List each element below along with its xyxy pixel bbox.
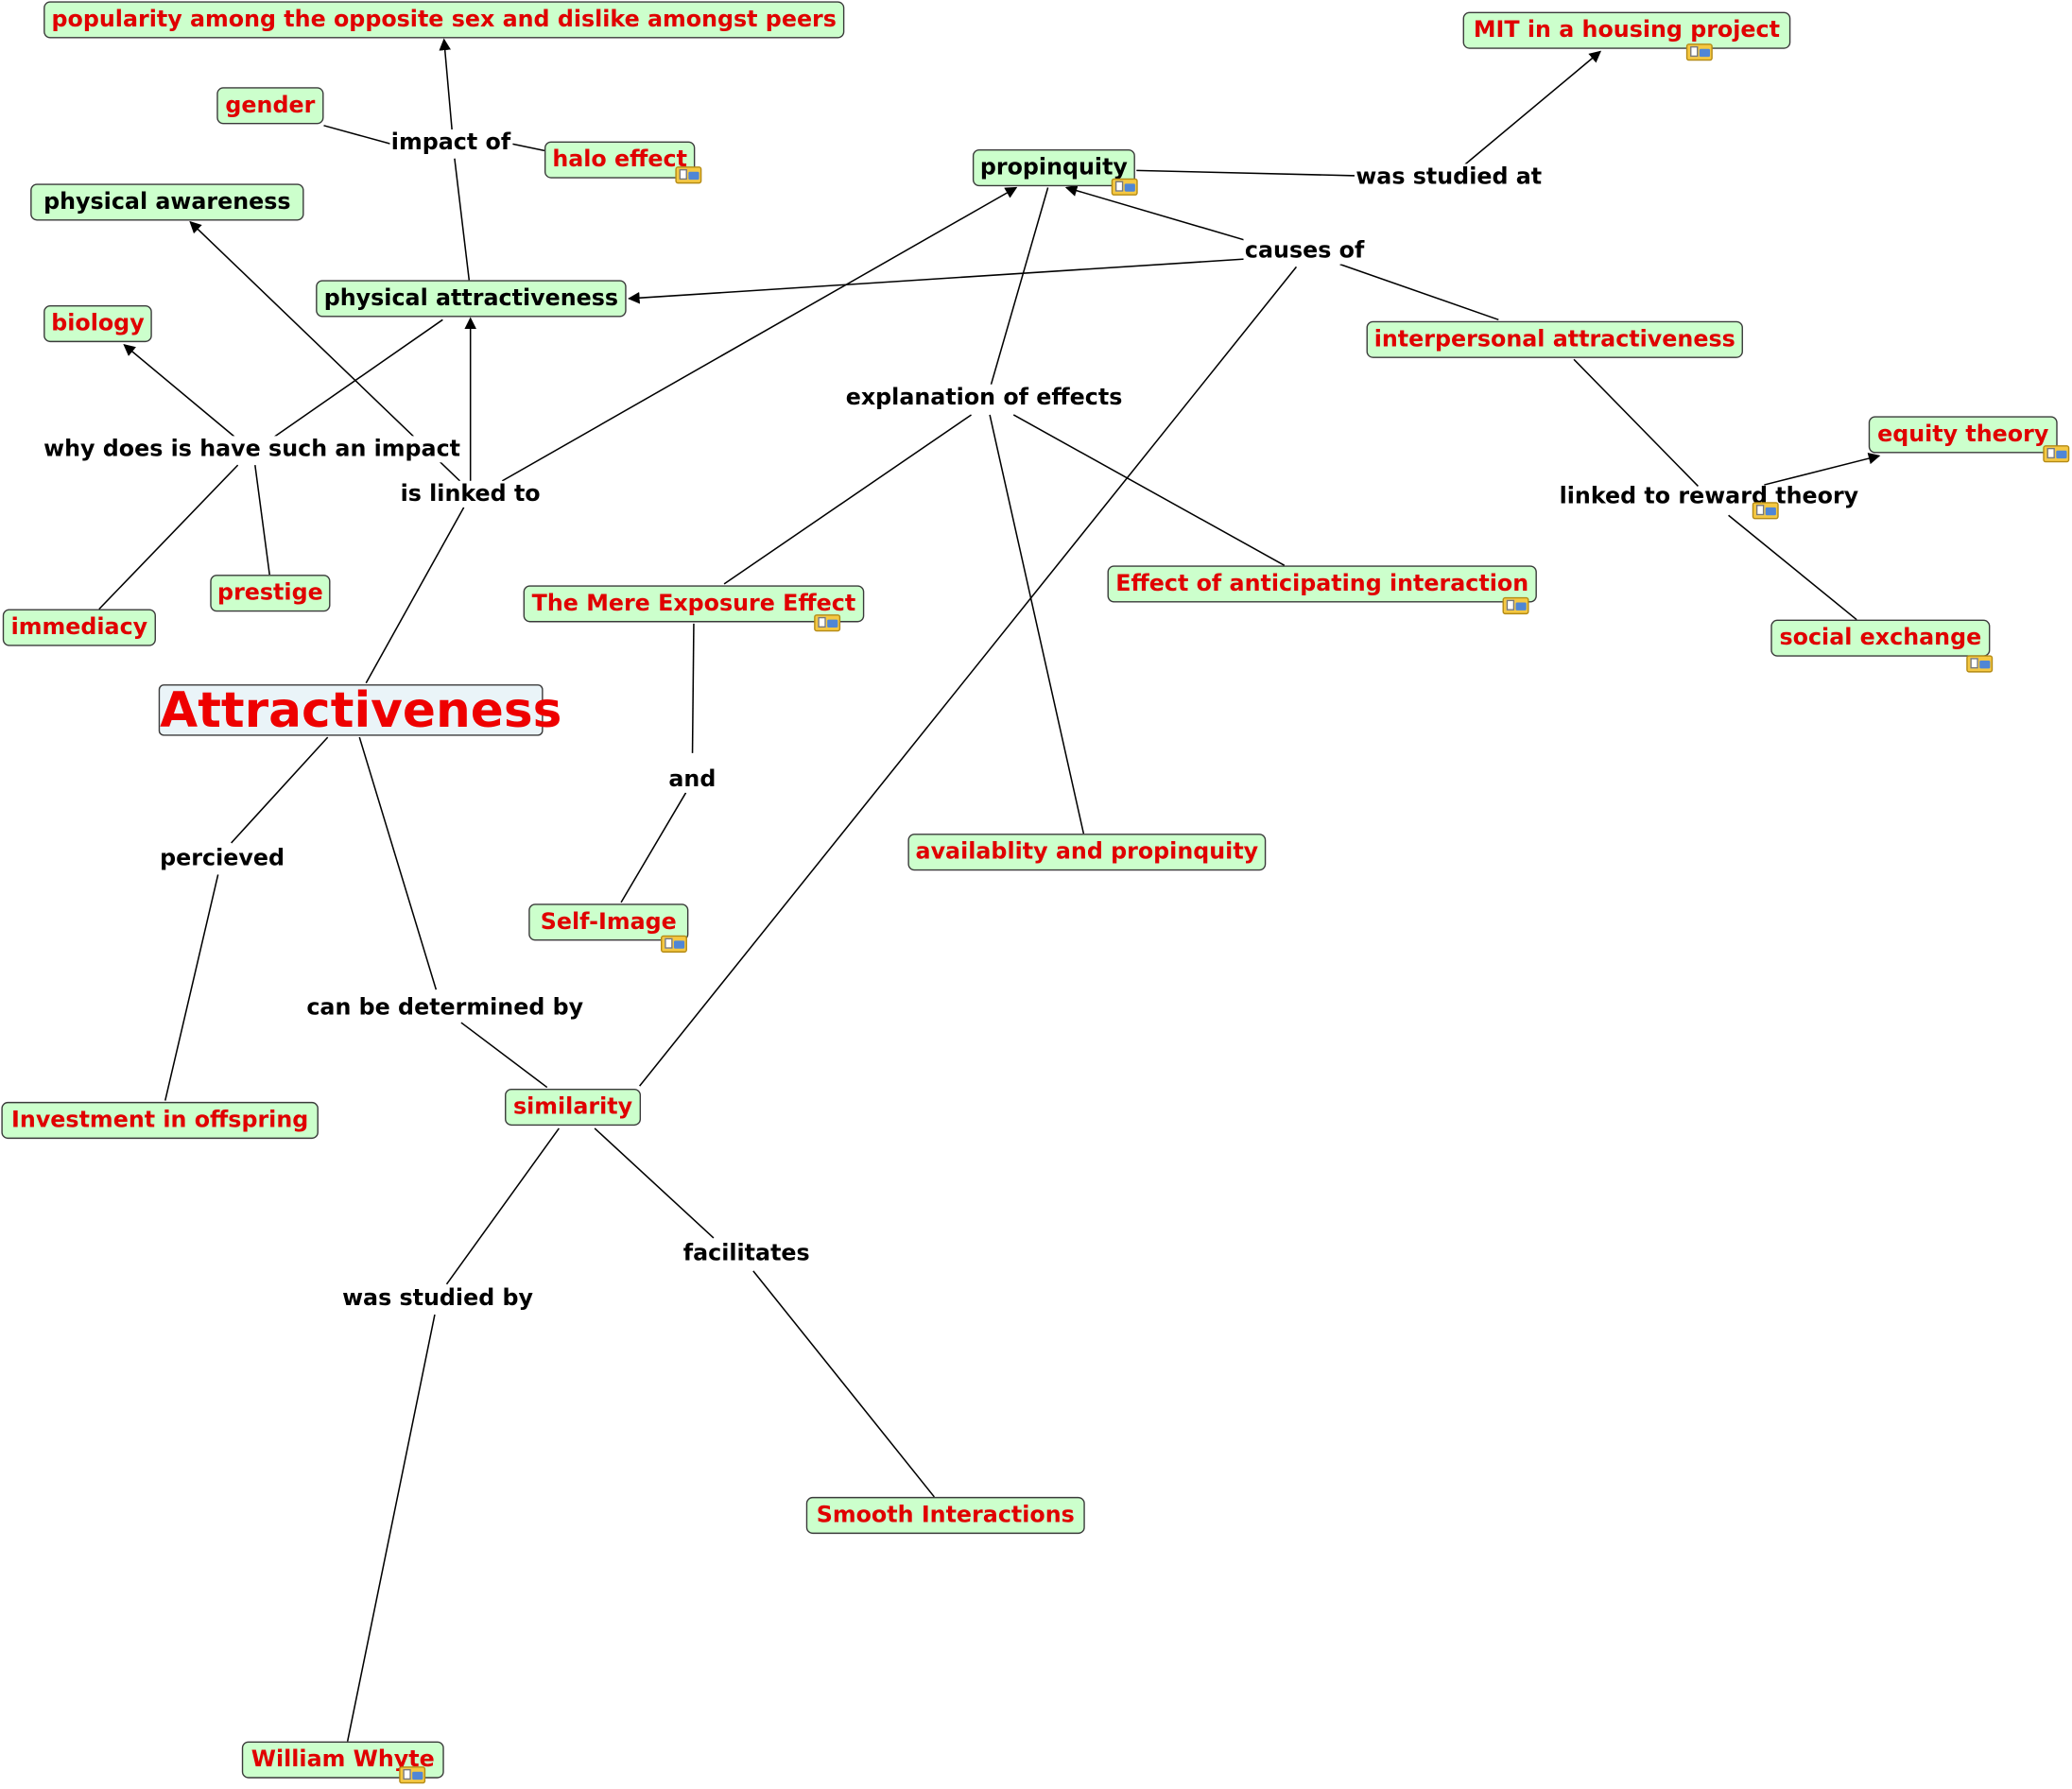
edge <box>1339 263 1499 321</box>
edge <box>272 318 443 439</box>
edge <box>439 38 453 130</box>
edge <box>1463 50 1602 166</box>
edge <box>1012 414 1286 567</box>
link-label-was-studied-by: was studied by <box>340 1285 535 1313</box>
link-label-can-be-determined-by: can be determined by <box>304 994 585 1022</box>
edge <box>501 186 1018 482</box>
attached-resource-icon[interactable] <box>814 614 841 632</box>
concept-availability-and-propinquity[interactable]: availablity and propinquity <box>907 834 1267 871</box>
concept-equity-theory[interactable]: equity theory <box>1868 416 2058 454</box>
link-label-facilitates: facilitates <box>682 1240 812 1267</box>
attached-resource-icon[interactable] <box>1966 655 1994 673</box>
concept-interpersonal-attractiveness[interactable]: interpersonal attractiveness <box>1366 320 1743 358</box>
edge <box>1136 169 1356 177</box>
attached-resource-icon[interactable] <box>675 166 702 184</box>
edge <box>460 1022 548 1089</box>
edge <box>164 874 219 1101</box>
concept-mit-housing-project[interactable]: MIT in a housing project <box>1462 11 1791 49</box>
edge <box>346 1314 436 1742</box>
edge <box>723 414 972 585</box>
edge <box>620 792 687 903</box>
attached-resource-icon[interactable] <box>1111 178 1138 196</box>
concept-gender[interactable]: gender <box>216 87 324 125</box>
attached-resource-icon[interactable] <box>661 935 687 953</box>
edge <box>445 1127 560 1285</box>
attached-resource-icon[interactable] <box>2043 445 2070 463</box>
edge <box>323 125 392 146</box>
link-label-causes-of: causes of <box>1243 237 1366 265</box>
edge <box>454 158 471 281</box>
concept-physical-awareness[interactable]: physical awareness <box>30 183 304 221</box>
concept-attractiveness-root[interactable]: Attractiveness <box>158 681 562 739</box>
concept-mere-exposure-effect[interactable]: The Mere Exposure Effect <box>523 585 865 623</box>
concept-propinquity[interactable]: propinquity <box>972 148 1135 187</box>
concept-self-image[interactable]: Self-Image <box>528 903 689 941</box>
link-label-was-studied-at: was studied at <box>1354 163 1544 191</box>
edge <box>594 1127 715 1239</box>
attached-resource-icon[interactable] <box>1502 596 1529 615</box>
concept-biology[interactable]: biology <box>43 304 152 343</box>
edge <box>691 623 695 753</box>
edge <box>990 187 1049 386</box>
edge <box>1728 514 1857 621</box>
edge <box>628 258 1247 304</box>
link-label-explanation-of-effects: explanation of effects <box>844 384 1124 411</box>
attached-resource-icon[interactable] <box>1685 43 1713 61</box>
concept-physical-attractiveness[interactable]: physical attractiveness <box>316 280 627 318</box>
edge <box>98 464 239 611</box>
attached-resource-icon[interactable] <box>1752 502 1779 520</box>
edge <box>358 736 438 990</box>
link-label-impact-of: impact of <box>389 129 512 156</box>
concept-similarity[interactable]: similarity <box>505 1088 642 1127</box>
concept-popularity[interactable]: popularity among the opposite sex and di… <box>43 1 845 39</box>
concept-smooth-interactions[interactable]: Smooth Interactions <box>805 1496 1085 1535</box>
edge <box>365 507 465 684</box>
attached-resource-icon[interactable] <box>399 1766 426 1784</box>
concept-social-exchange[interactable]: social exchange <box>1770 619 1991 657</box>
edge <box>231 736 329 844</box>
edge <box>512 143 545 152</box>
link-label-why-impact: why does is have such an impact <box>42 436 462 463</box>
edge <box>1064 184 1247 242</box>
concept-anticipating-interaction[interactable]: Effect of anticipating interaction <box>1107 565 1537 603</box>
edge <box>639 266 1298 1087</box>
edge <box>1573 358 1699 488</box>
edge <box>123 343 236 439</box>
link-label-linked-to-reward-theory: linked to reward theory <box>1559 483 1859 510</box>
edge <box>1764 452 1881 486</box>
edge <box>989 414 1085 834</box>
concept-halo-effect[interactable]: halo effect <box>544 141 696 179</box>
concept-immediacy[interactable]: immediacy <box>2 609 156 646</box>
link-label-is-linked-to: is linked to <box>399 480 543 507</box>
concept-investment-in-offspring[interactable]: Investment in offspring <box>1 1101 319 1140</box>
edge <box>254 464 270 576</box>
link-label-and: and <box>666 765 717 793</box>
concept-prestige[interactable]: prestige <box>210 575 331 612</box>
edge <box>752 1270 935 1498</box>
link-label-percieved: percieved <box>158 845 286 872</box>
